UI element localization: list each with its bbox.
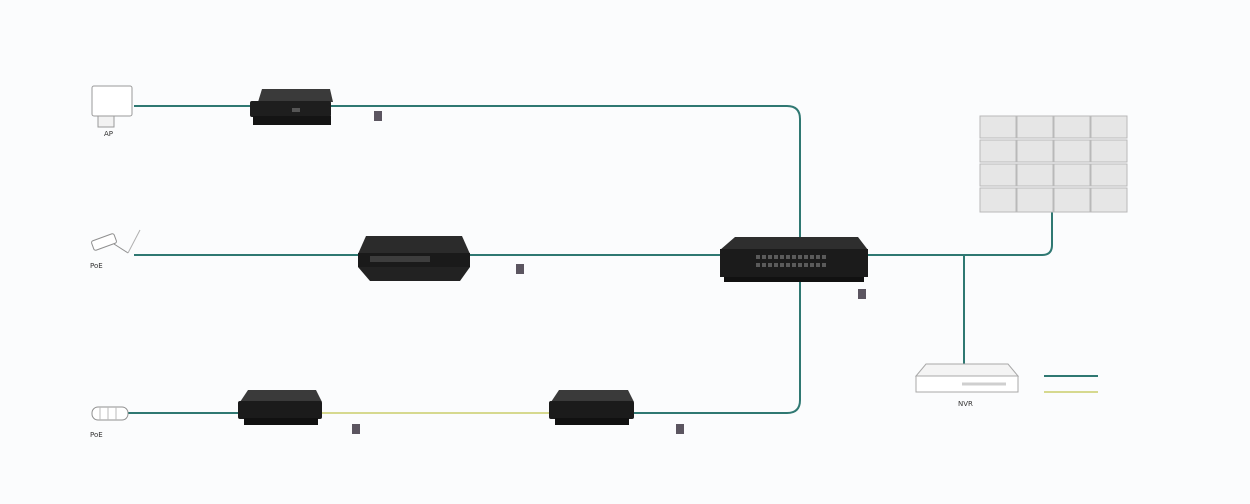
dome-camera-icon	[91, 406, 129, 421]
cable-line-core-wall	[866, 212, 1053, 256]
cable-line-ap	[134, 105, 801, 253]
connection-lines	[128, 105, 1053, 414]
bullet-camera-icon	[91, 229, 141, 254]
switch-2-icon	[358, 236, 470, 281]
dome-camera-label: PoE	[90, 431, 103, 439]
core-switch-tag	[858, 289, 866, 299]
ap-label: AP	[104, 130, 114, 138]
ap-icon	[91, 85, 133, 128]
cable-line-core-return	[630, 282, 801, 414]
media-converter-2-icon	[549, 390, 634, 425]
core-switch-icon	[720, 237, 868, 282]
nvr-label: NVR	[958, 400, 973, 408]
switch-1-icon	[250, 89, 333, 125]
legend	[1044, 375, 1098, 393]
media-converter-1-tag	[352, 424, 360, 434]
video-wall-icon	[979, 115, 1128, 213]
nvr-icon	[914, 363, 1020, 393]
switch-2-tag	[516, 264, 524, 274]
media-converter-2-tag	[676, 424, 684, 434]
switch-1-tag	[374, 111, 382, 121]
bullet-camera-label: PoE	[90, 262, 103, 270]
media-converter-1-icon	[238, 390, 322, 425]
